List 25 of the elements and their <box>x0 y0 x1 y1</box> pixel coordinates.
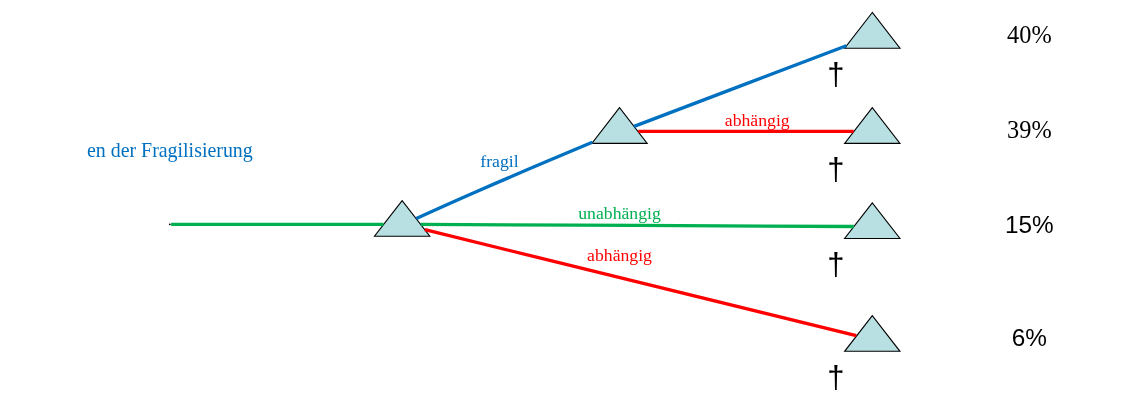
node-triangle <box>843 201 902 239</box>
connector <box>420 222 854 229</box>
edge-label: abhängig <box>724 109 790 130</box>
label: en der Fragilisierung <box>86 139 253 162</box>
connector <box>415 140 593 220</box>
label: 39% <box>1007 115 1052 143</box>
node-label: † <box>827 152 845 187</box>
node-triangle <box>590 106 649 144</box>
edge-label: unabhängig <box>578 202 661 223</box>
node-triangle <box>843 106 902 144</box>
node-label: † <box>827 247 845 283</box>
connector <box>171 222 384 226</box>
node-triangle <box>843 314 902 352</box>
edge-label: fragil <box>480 150 519 171</box>
node-triangle <box>843 11 902 49</box>
node-triangle <box>373 199 431 237</box>
edge-label: abhängig <box>587 244 652 265</box>
node-label: † <box>827 359 845 395</box>
node-label: † <box>827 56 845 92</box>
label: 15% <box>1005 210 1054 238</box>
connector <box>424 228 857 338</box>
connector <box>638 129 854 134</box>
label: 40% <box>1007 20 1052 48</box>
connector <box>633 44 847 128</box>
label: 6% <box>1011 323 1047 351</box>
